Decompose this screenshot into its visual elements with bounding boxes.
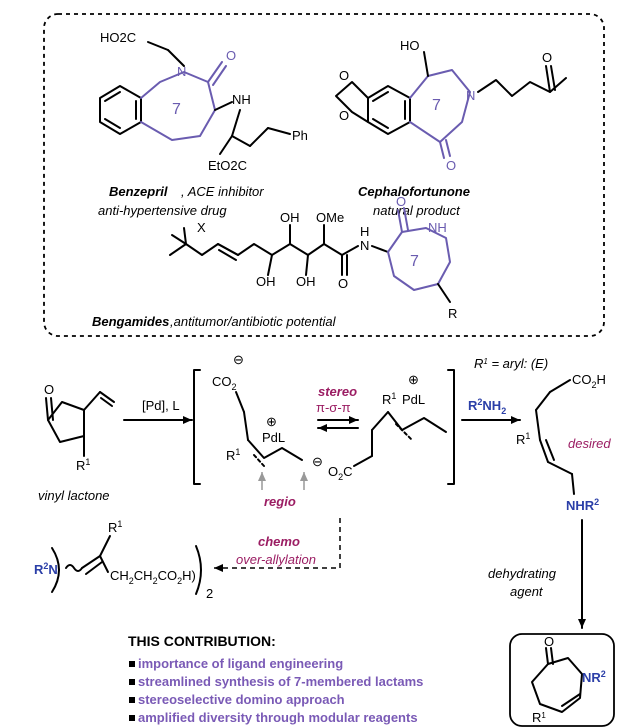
beng-amide-o: O — [338, 276, 348, 291]
ceph-dioxole-o2: O — [339, 108, 349, 123]
benzepril-structure: O N 7 HO2C NH EtO2C Ph — [99, 30, 308, 173]
svg-text:CO2H: CO2H — [572, 372, 606, 390]
dehydrating-line2: agent — [510, 584, 544, 599]
svg-text:CO2: CO2 — [212, 374, 237, 392]
bracket-right — [447, 369, 455, 485]
beng-desc: ,antitumor/antibiotic potential — [170, 314, 337, 329]
beng-lactam-nh: NH — [428, 220, 447, 235]
benzepril-desc: , ACE inhibitor — [181, 184, 264, 199]
intermediate-1: CO2 ⊖ PdL ⊕ R1 — [212, 352, 308, 490]
dehydrating-line1: dehydrating — [488, 566, 557, 581]
beng-amide-h: H — [360, 224, 369, 239]
svg-text:R1: R1 — [532, 710, 546, 725]
vinyl-lactone-structure: O R1 — [44, 382, 115, 473]
contribution-item-1: importance of ligand engineering — [138, 656, 343, 671]
ceph-desc: natural product — [373, 203, 461, 218]
contribution-item-3: stereoselective domino approach — [138, 692, 345, 707]
svg-text:NHR2: NHR2 — [566, 497, 599, 513]
over-allylation-product: R2N R1 CH2CH2CO2H) 2 — [34, 519, 213, 601]
benzepril-ho2c: HO2C — [100, 30, 136, 45]
contribution-item-4: amplified diversity through modular reag… — [138, 710, 418, 725]
contribution-title: THIS CONTRIBUTION: — [128, 633, 276, 649]
svg-text:2: 2 — [206, 586, 213, 601]
beng-amide-n: N — [360, 238, 369, 253]
beng-name: Bengamides — [92, 314, 169, 329]
intermediate-2: R1 PdL ⊕ O2C ⊖ — [312, 372, 447, 482]
vinyl-lactone-r1: R1 — [76, 457, 90, 473]
svg-text:O: O — [544, 634, 554, 649]
benzepril-ring-size: 7 — [172, 101, 181, 118]
desired-label: desired — [568, 436, 611, 451]
ceph-carbonyl-o: O — [446, 158, 456, 173]
svg-text:PdL: PdL — [402, 392, 425, 407]
chemo-label: chemo — [258, 534, 300, 549]
beng-oh3: OH — [296, 274, 316, 289]
arrow-pd-label: [Pd], L — [142, 398, 180, 413]
arrow-over-allylation — [214, 518, 341, 572]
benzepril-carbonyl-o: O — [226, 48, 236, 63]
bengamides-structure: X OH OH OH OMe O N H O NH 7 R — [169, 194, 457, 321]
vinyl-lactone-label: vinyl lactone — [38, 488, 110, 503]
svg-text:⊕: ⊕ — [266, 414, 277, 429]
benzepril-eto2c: EtO2C — [208, 158, 247, 173]
regio-label: regio — [264, 494, 296, 509]
svg-text:PdL: PdL — [262, 430, 285, 445]
lactam-structure: O R1 — [531, 634, 583, 725]
product-note: R1 = aryl: (E) — [474, 356, 548, 371]
svg-text:R1: R1 — [382, 391, 396, 407]
svg-text:⊕: ⊕ — [408, 372, 419, 387]
beng-lactam-o: O — [396, 194, 406, 209]
svg-text:R1: R1 — [108, 519, 122, 535]
natural-products-box — [43, 13, 605, 337]
contribution-item-2: streamlined synthesis of 7-membered lact… — [138, 674, 423, 689]
svg-text:R2N: R2N — [34, 561, 58, 577]
bracket-left — [193, 369, 201, 485]
beng-ome: OMe — [316, 210, 344, 225]
beng-oh2: OH — [256, 274, 276, 289]
beng-r: R — [448, 306, 457, 321]
beng-ring-size: 7 — [410, 253, 419, 270]
ceph-dioxole-o1: O — [339, 68, 349, 83]
ceph-ring-size: 7 — [432, 97, 441, 114]
stereo-label: stereo — [318, 384, 357, 399]
ceph-name: Cephalofortunone — [358, 184, 470, 199]
beng-oh1: OH — [280, 210, 300, 225]
ceph-ketone-o: O — [542, 50, 552, 65]
benzepril-desc2: anti-hypertensive drug — [98, 203, 227, 218]
svg-text:R1: R1 — [226, 447, 240, 463]
ceph-ho: HO — [400, 38, 420, 53]
benzepril-n: N — [177, 64, 186, 79]
lactam-nr2: NR2 — [582, 669, 606, 685]
svg-text:CH2CH2CO2H): CH2CH2CO2H) — [110, 568, 196, 586]
benzepril-nh: NH — [232, 92, 251, 107]
beng-x: X — [197, 220, 206, 235]
ceph-n: N — [466, 88, 475, 103]
pi-sigma-pi-label: π-σ-π — [316, 400, 351, 415]
svg-text:O2C: O2C — [328, 464, 353, 482]
svg-text:⊖: ⊖ — [312, 454, 323, 469]
over-allylation-label: over-allylation — [236, 552, 316, 567]
arrow-amine-label: R2NH2 — [468, 397, 506, 416]
benzepril-ph: Ph — [292, 128, 308, 143]
svg-text:O: O — [44, 382, 54, 397]
benzepril-name: Benzepril — [109, 184, 168, 199]
svg-text:⊖: ⊖ — [233, 352, 244, 367]
lactam-box — [509, 633, 615, 727]
svg-text:R1: R1 — [516, 431, 530, 447]
contribution-list: importance of ligand engineering streaml… — [129, 656, 423, 725]
cephalofortunone-structure: O O 7 N O HO O — [335, 38, 567, 173]
